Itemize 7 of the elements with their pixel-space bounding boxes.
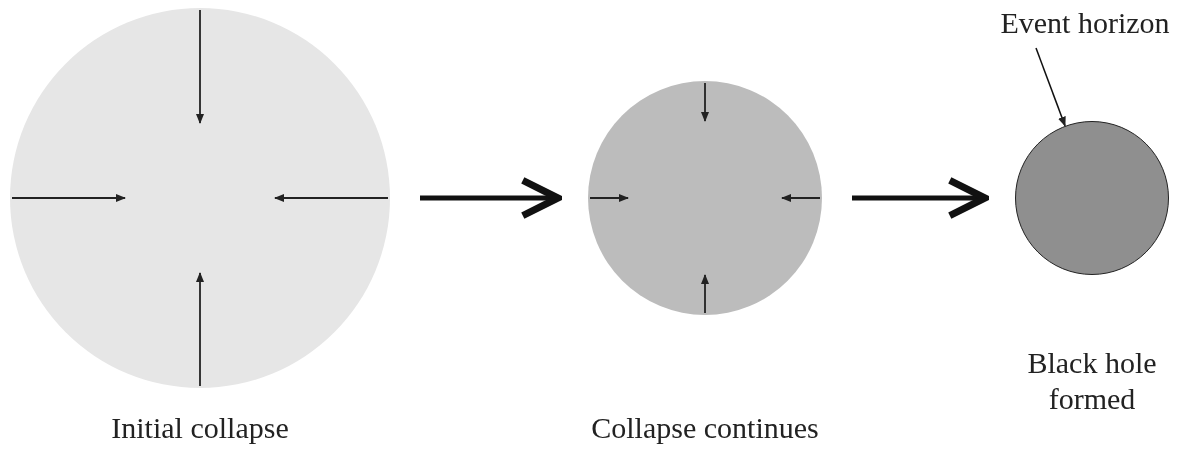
leader-line: [1035, 47, 1066, 127]
caption-text: Collapse continues: [590, 410, 820, 446]
caption-text: Initial collapse: [110, 410, 290, 446]
caption-text: Black hole formed: [1026, 345, 1158, 417]
arrow: [420, 176, 562, 220]
annotation-label: Event horizon: [990, 6, 1180, 40]
arrow: [852, 176, 989, 220]
